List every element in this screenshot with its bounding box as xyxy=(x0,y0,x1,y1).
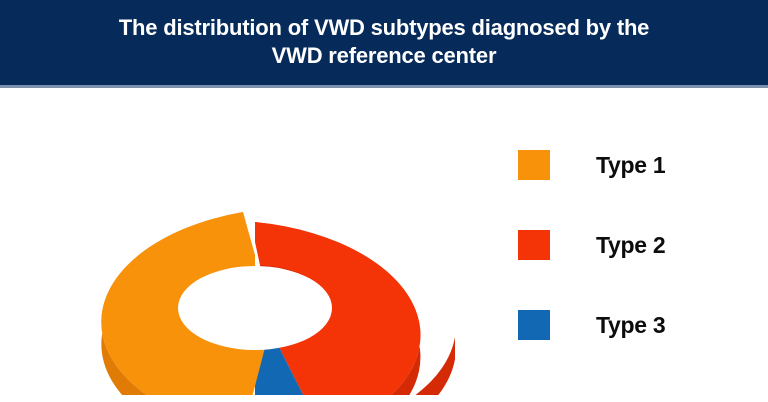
legend-swatch-type-1 xyxy=(518,150,550,180)
slice-type-3-top xyxy=(255,347,304,395)
page-title-line-2: VWD reference center xyxy=(271,42,497,68)
page-title-line-1: The distribution of VWD subtypes diagnos… xyxy=(118,14,650,40)
slice-type-2-side-lower xyxy=(415,337,455,395)
donut-chart-3d: 38% 58% 4% xyxy=(101,173,455,395)
legend-swatch-type-2 xyxy=(518,230,550,260)
legend-swatch-type-3 xyxy=(518,310,550,340)
data-label-type-3: 4% xyxy=(262,270,301,300)
legend-label-type-3: Type 3 xyxy=(596,311,666,338)
header-divider-highlight xyxy=(0,88,768,90)
legend-label-type-2: Type 2 xyxy=(596,231,666,258)
legend-item-type-3[interactable]: Type 3 xyxy=(518,310,758,340)
legend-label-type-1: Type 1 xyxy=(596,151,666,178)
donut-hole-notch xyxy=(188,293,322,309)
page-title: The distribution of VWD subtypes diagnos… xyxy=(74,14,694,70)
chart-legend: Type 1 Type 2 Type 3 xyxy=(518,150,758,340)
chart-canvas: 38% 58% 4% xyxy=(0,90,768,402)
explode-gap xyxy=(255,242,267,298)
legend-item-type-2[interactable]: Type 2 xyxy=(518,230,758,260)
title-banner: The distribution of VWD subtypes diagnos… xyxy=(0,0,768,85)
slice-type-2-top xyxy=(255,222,421,395)
legend-item-type-1[interactable]: Type 1 xyxy=(518,150,758,180)
data-label-type-2: 58% xyxy=(366,173,420,203)
header-divider xyxy=(0,85,768,88)
data-label-type-1: 38% xyxy=(108,197,162,227)
